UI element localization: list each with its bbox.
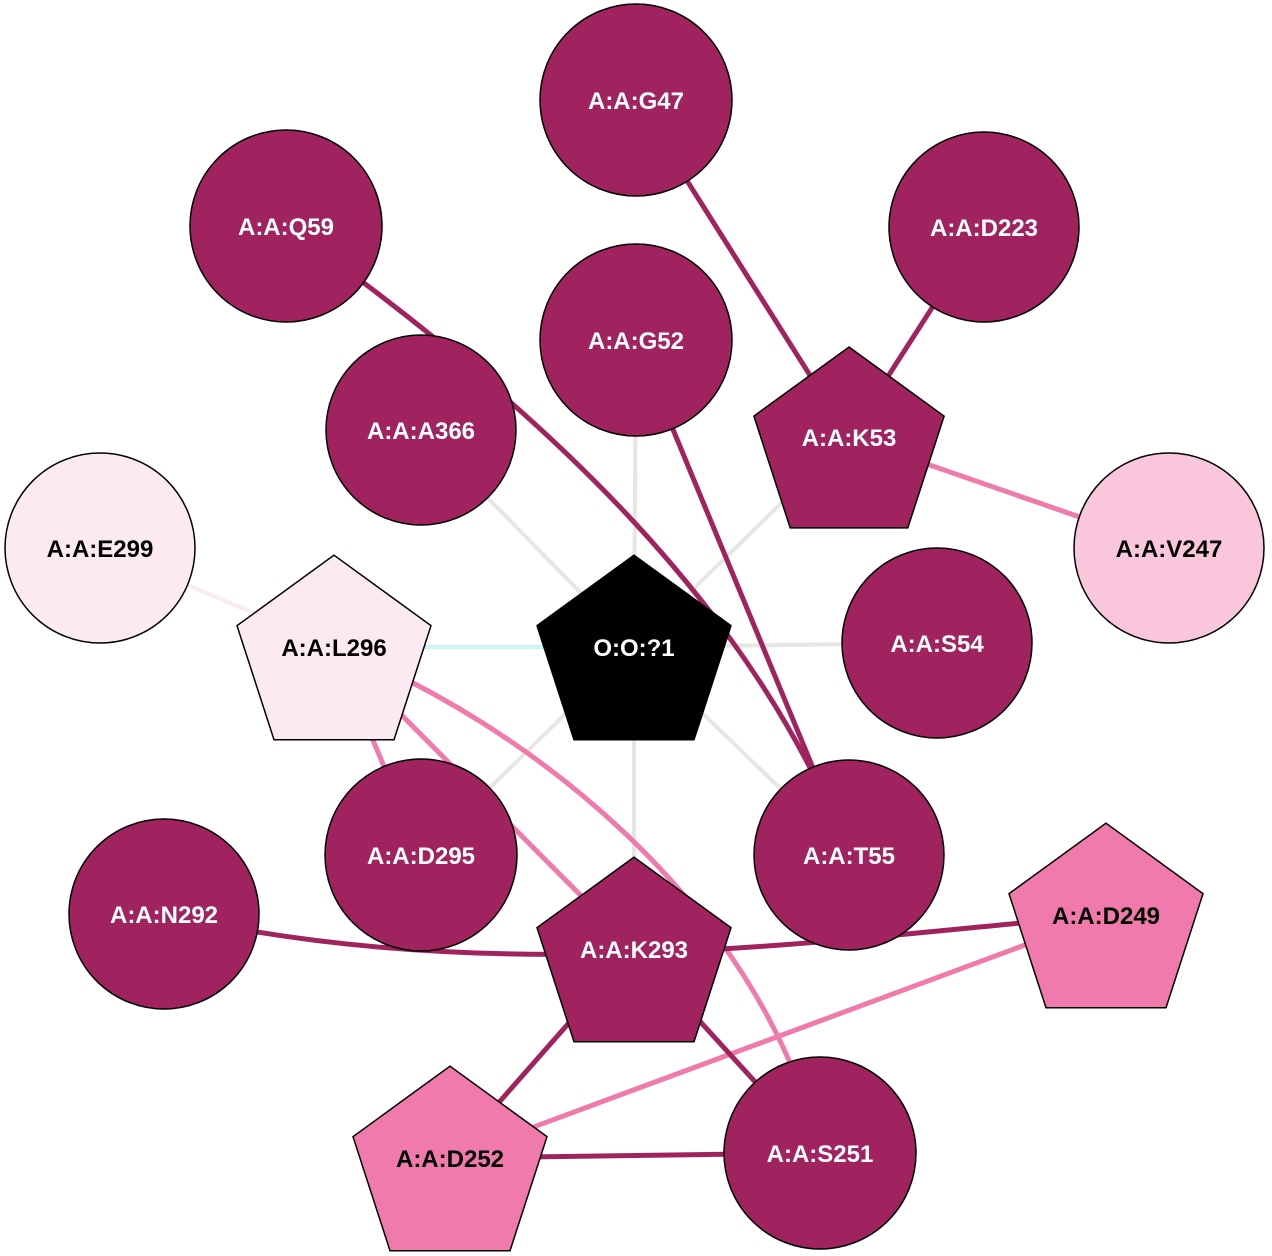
node-g47: A:A:G47 <box>539 3 733 197</box>
node-d252-pentagon <box>352 1065 548 1252</box>
node-d295-circle <box>324 758 518 952</box>
node-g52: A:A:G52 <box>539 243 733 437</box>
node-t55: A:A:T55 <box>753 759 945 951</box>
node-label: A:A:G52 <box>588 328 684 355</box>
node-label: A:A:G47 <box>588 88 684 115</box>
node-label: A:A:D249 <box>1052 903 1160 930</box>
edge-l296-s251 <box>333 644 823 1154</box>
node-label: A:A:S54 <box>890 631 984 658</box>
node-label: A:A:Q59 <box>238 214 334 241</box>
node-d249: A:A:D249 <box>1008 822 1204 1009</box>
node-n292: A:A:N292 <box>68 818 260 1010</box>
node-s54: A:A:S54 <box>841 547 1033 739</box>
node-o1-pentagon <box>536 554 732 741</box>
edge-q59-t55 <box>284 223 852 856</box>
node-label: A:A:D252 <box>396 1146 504 1173</box>
node-d252: A:A:D252 <box>352 1065 548 1252</box>
node-l296: A:A:L296 <box>236 554 432 741</box>
node-d249-pentagon <box>1008 822 1204 1009</box>
node-k53: A:A:K53 <box>753 346 945 529</box>
node-k53-pentagon <box>753 346 945 529</box>
node-label: A:A:V247 <box>1116 536 1223 563</box>
node-label: A:A:T55 <box>803 843 895 870</box>
node-v247: A:A:V247 <box>1073 452 1265 644</box>
node-d295: A:A:D295 <box>324 758 518 952</box>
node-e299: A:A:E299 <box>4 452 196 644</box>
node-q59-circle <box>189 129 383 323</box>
node-label: A:A:D223 <box>930 215 1038 242</box>
node-d223: A:A:D223 <box>888 131 1080 323</box>
node-k293-pentagon <box>536 856 732 1043</box>
edge-d249-d252 <box>449 912 1107 1161</box>
node-s251: A:A:S251 <box>723 1056 917 1250</box>
node-t55-circle <box>753 759 945 951</box>
node-label: A:A:L296 <box>281 635 386 662</box>
node-label: A:A:A366 <box>367 418 475 445</box>
node-s251-circle <box>723 1056 917 1250</box>
node-d223-circle <box>888 131 1080 323</box>
node-a366-circle <box>325 334 517 526</box>
node-n292-circle <box>68 818 260 1010</box>
node-label: A:A:D295 <box>367 843 475 870</box>
node-k293: A:A:K293 <box>536 856 732 1043</box>
node-g52-circle <box>539 243 733 437</box>
node-label: A:A:N292 <box>110 902 218 929</box>
node-label: O:O:?1 <box>593 635 674 662</box>
node-label: A:A:K53 <box>802 425 897 452</box>
node-g47-circle <box>539 3 733 197</box>
node-e299-circle <box>4 452 196 644</box>
node-s54-circle <box>841 547 1033 739</box>
node-a366: A:A:A366 <box>325 334 517 526</box>
node-o1: O:O:?1 <box>536 554 732 741</box>
node-q59: A:A:Q59 <box>189 129 383 323</box>
node-label: A:A:S251 <box>767 1141 874 1168</box>
node-v247-circle <box>1073 452 1265 644</box>
node-label: A:A:K293 <box>580 937 688 964</box>
node-l296-pentagon <box>236 554 432 741</box>
node-label: A:A:E299 <box>47 536 154 563</box>
